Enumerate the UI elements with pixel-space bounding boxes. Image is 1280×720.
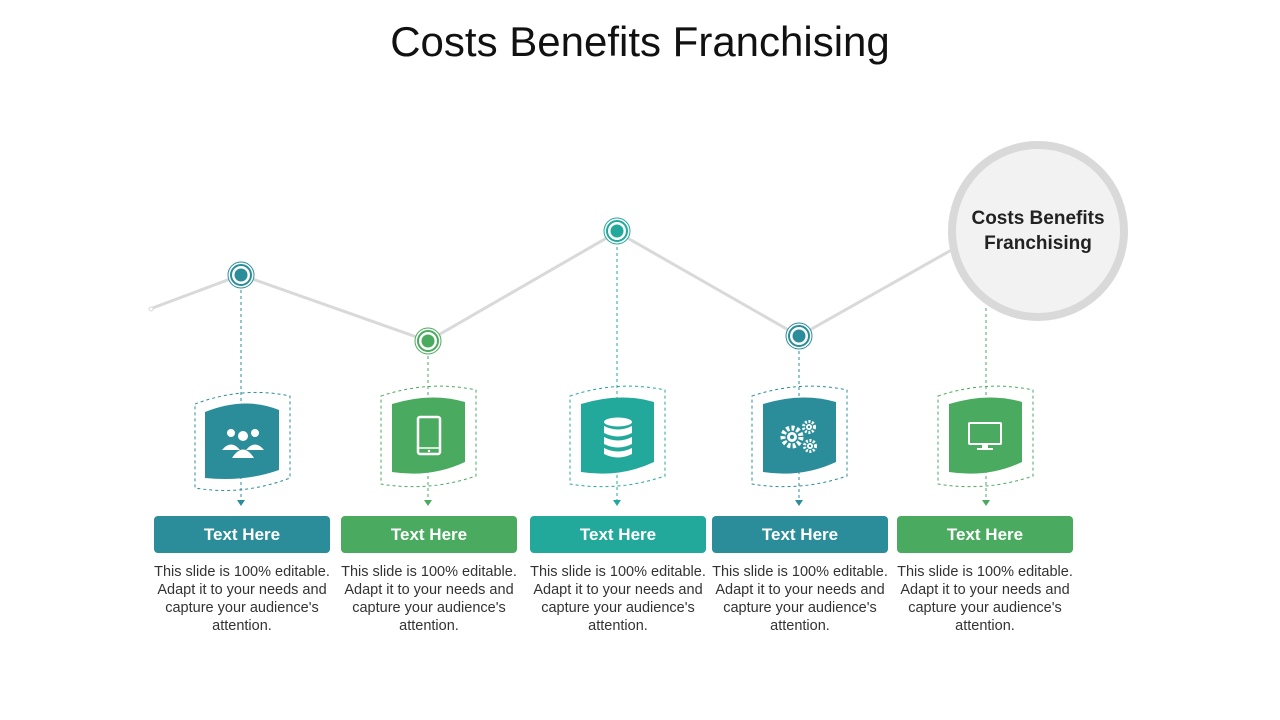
description-3: This slide is 100% editable. Adapt it to…: [530, 564, 706, 634]
people-group-icon: [222, 429, 264, 458]
label-box-5: Text Here: [897, 516, 1073, 553]
label-box-1: Text Here: [154, 516, 330, 553]
label-box-4: Text Here: [712, 516, 888, 553]
hub-circle: Costs Benefits Franchising: [948, 141, 1128, 321]
description-1: This slide is 100% editable. Adapt it to…: [154, 564, 330, 634]
node-5: [937, 308, 1034, 506]
flag-outline-2: [380, 385, 477, 488]
hub-label: Costs Benefits Franchising: [971, 208, 1105, 254]
arrow-head-5: [982, 500, 990, 506]
flag-outline-5: [937, 385, 1034, 488]
flag-outline-4: [751, 385, 848, 488]
label-box-2: Text Here: [341, 516, 517, 553]
line-start-dot: [148, 306, 154, 312]
zigzag-line: [149, 230, 956, 343]
node-3: [569, 217, 666, 506]
flag-outline-3: [569, 385, 666, 488]
description-4: This slide is 100% editable. Adapt it to…: [712, 564, 888, 634]
flag-shape-5: [949, 397, 1022, 474]
arrow-head-4: [795, 500, 803, 506]
node-2: [380, 327, 477, 506]
node-1: [194, 261, 291, 506]
flag-shape-1: [205, 403, 279, 479]
monitor-icon: [968, 422, 1002, 450]
slide-title: Costs Benefits Franchising: [390, 18, 890, 65]
node-4: [751, 322, 848, 506]
arrow-head-1: [237, 500, 245, 506]
node-marker-dot-4: [792, 329, 806, 343]
description-2: This slide is 100% editable. Adapt it to…: [341, 564, 517, 634]
flag-outline-1: [194, 391, 291, 491]
node-marker-dot-2: [421, 334, 435, 348]
arrow-head-2: [424, 500, 432, 506]
label-box-3: Text Here: [530, 516, 706, 553]
database-icon: [604, 417, 632, 458]
flag-shape-2: [392, 397, 465, 474]
gears-icon: [780, 420, 817, 453]
arrow-head-3: [613, 500, 621, 506]
node-marker-dot-3: [610, 224, 624, 238]
smartphone-icon: [416, 415, 442, 456]
description-5: This slide is 100% editable. Adapt it to…: [897, 564, 1073, 634]
node-marker-dot-1: [234, 268, 248, 282]
